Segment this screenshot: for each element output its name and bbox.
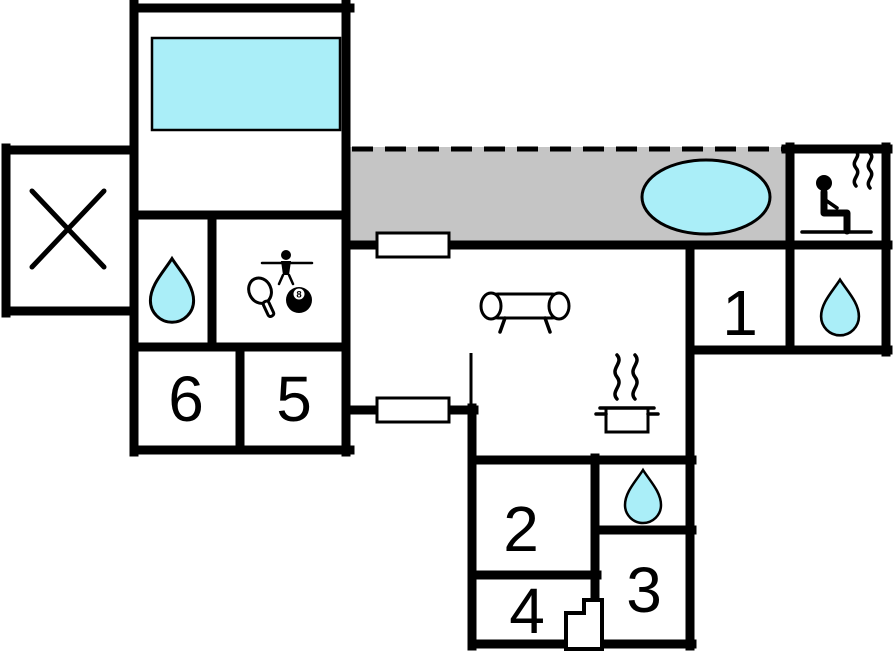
billiard-8-ball-icon: 8 xyxy=(286,287,312,313)
room-2-label: 2 xyxy=(503,493,539,565)
room-4-label: 4 xyxy=(509,575,545,647)
room-5-label: 5 xyxy=(276,363,312,435)
room-6-label: 6 xyxy=(168,363,204,435)
water-drop-icon xyxy=(148,255,196,324)
steam-icon xyxy=(866,151,874,190)
steam-icon xyxy=(613,353,621,401)
foosball-player-icon xyxy=(260,250,314,286)
x-mark-icon xyxy=(29,188,107,270)
table-tennis-paddle-icon xyxy=(247,276,276,318)
east-wing-walls xyxy=(341,142,893,651)
water-drop-icon xyxy=(819,277,861,337)
room-1-label: 1 xyxy=(722,277,758,349)
hot-tub-icon xyxy=(640,158,772,236)
annex-walls xyxy=(1,143,139,318)
cooking-pot-icon xyxy=(594,353,660,434)
steam-icon xyxy=(631,353,639,401)
door-window-icon xyxy=(375,231,451,259)
game-room-icons: 8 xyxy=(247,250,314,318)
steam-icon xyxy=(852,149,860,188)
door-window-icon xyxy=(375,396,451,424)
room-3-label: 3 xyxy=(626,554,662,626)
water-drop-icon xyxy=(623,467,663,525)
billiard-ball-number: 8 xyxy=(296,290,301,301)
stairs-step-icon xyxy=(564,598,604,651)
west-wing-walls xyxy=(129,0,355,457)
swimming-pool-icon xyxy=(150,36,342,132)
sauna-person-icon xyxy=(800,149,874,235)
sofa-icon xyxy=(479,291,571,334)
